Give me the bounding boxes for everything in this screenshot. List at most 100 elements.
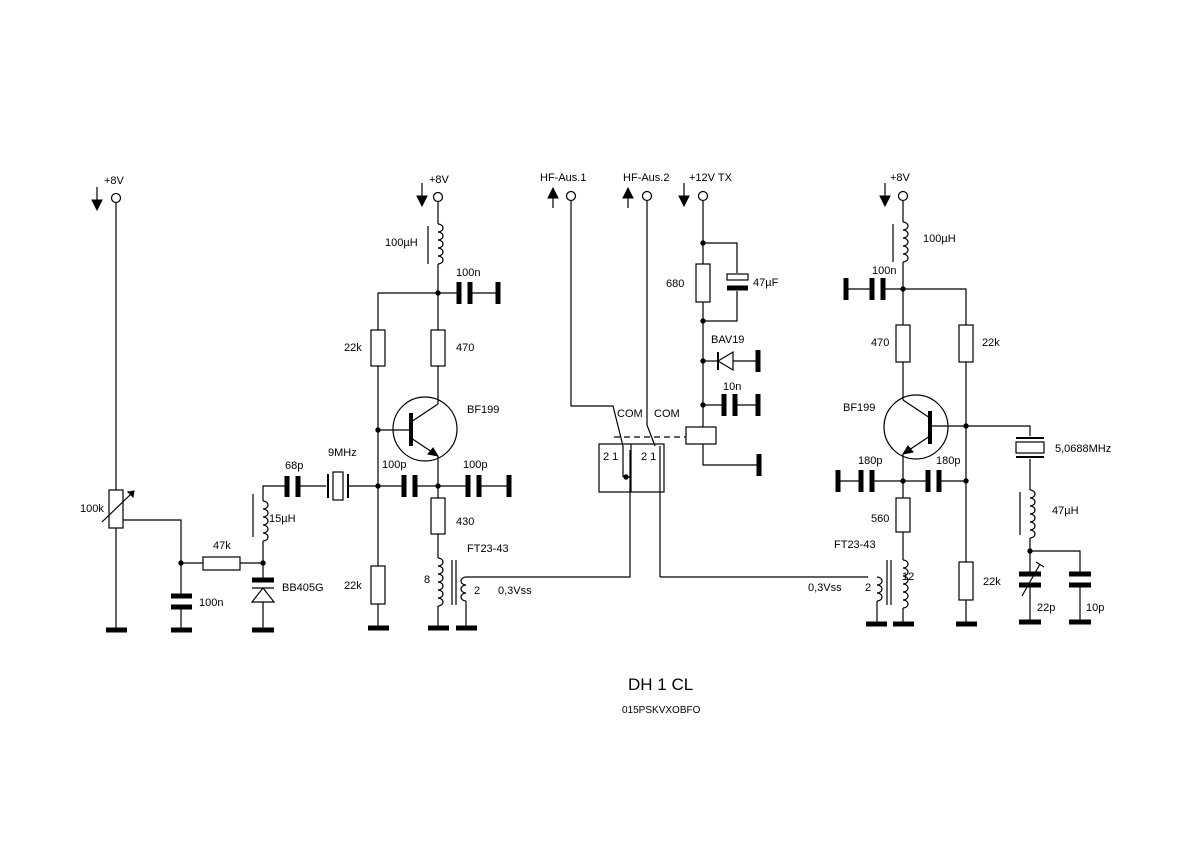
r430-label: 430 xyxy=(456,516,474,528)
c180p-a-label: 180p xyxy=(858,455,882,467)
output-arrow-icon xyxy=(547,186,559,208)
resistor-22k-osc-top xyxy=(370,329,386,367)
transformer-secondary-right xyxy=(876,576,883,602)
varicap-label: BB405G xyxy=(282,582,324,594)
l100uh-osc-label: 100µH xyxy=(385,237,418,249)
resistor-22k-right-top xyxy=(958,324,974,363)
r560-label: 560 xyxy=(871,513,889,525)
supply-terminal-left xyxy=(110,192,122,204)
turns-secondary-right: 2 xyxy=(865,582,871,594)
r22k-right-bot-label: 22k xyxy=(983,576,1001,588)
capacitor-68p xyxy=(284,476,301,497)
c68p-label: 68p xyxy=(285,460,303,472)
supply-arrow-icon xyxy=(416,183,428,208)
r22k-right-top-label: 22k xyxy=(982,337,1000,349)
drawing-title: DH 1 CL xyxy=(628,675,693,694)
supply-arrow-icon xyxy=(879,183,891,208)
capacitor-180p-b xyxy=(925,470,942,492)
transistor-bf199-osc xyxy=(378,396,458,462)
c100n-osc-label: 100n xyxy=(456,267,480,279)
c10p-label: 10p xyxy=(1086,602,1104,614)
c100p-a-label: 100p xyxy=(382,459,406,471)
r470-right-label: 470 xyxy=(871,337,889,349)
supply-label-12v: +12V TX xyxy=(689,172,733,184)
resistor-470-right xyxy=(895,324,911,363)
supply-arrow-icon xyxy=(91,187,103,212)
transformer-primary-right xyxy=(902,559,909,609)
crystal-5mhz-label: 5,0688MHz xyxy=(1055,443,1111,455)
transformer-primary-osc xyxy=(437,557,444,607)
c22p-label: 22p xyxy=(1037,602,1055,614)
r47k-label: 47k xyxy=(213,540,231,552)
l100uh-right-label: 100µH xyxy=(923,233,956,245)
resistor-430 xyxy=(430,497,446,535)
l15uh-label: 15µH xyxy=(269,513,296,525)
bf199-right-label: BF199 xyxy=(843,402,875,414)
level-osc-label: 0,3Vss xyxy=(498,585,532,597)
com-a-label: COM xyxy=(617,408,643,420)
inductor-47uh xyxy=(1029,489,1036,539)
right-oscillator-stage: +8V 100µH 100n 22k 470 xyxy=(834,172,1111,627)
capacitor-10p xyxy=(1069,571,1091,588)
contact-a-label: 2 1 xyxy=(603,451,618,463)
c100n-right-label: 100n xyxy=(872,265,896,277)
ft23-osc-label: FT23-43 xyxy=(467,543,509,555)
trimmer-capacitor-22p xyxy=(1019,561,1045,597)
c47uf-label: 47µF xyxy=(753,277,779,289)
electrolytic-capacitor-47uf xyxy=(726,273,749,291)
transistor-bf199-right xyxy=(883,394,966,460)
r680-label: 680 xyxy=(666,278,684,290)
capacitor-100n-left xyxy=(171,593,192,610)
r22k-top-label: 22k xyxy=(344,342,362,354)
c100p-b-label: 100p xyxy=(463,459,487,471)
turns-secondary-osc: 2 xyxy=(474,585,480,597)
bav19-label: BAV19 xyxy=(711,334,744,346)
capacitor-10n xyxy=(721,394,738,416)
ft23-right-label: FT23-43 xyxy=(834,539,876,551)
turns-primary-osc: 8 xyxy=(424,574,430,586)
bf199-osc-label: BF199 xyxy=(467,404,499,416)
crystal-9mhz xyxy=(327,471,349,501)
hf-out-1-label: HF-Aus.1 xyxy=(540,172,586,184)
capacitor-180p-a xyxy=(858,470,875,492)
c180p-b-label: 180p xyxy=(936,455,960,467)
resistor-560 xyxy=(895,497,911,533)
resistor-680 xyxy=(695,263,711,303)
transformer-secondary-osc xyxy=(460,576,467,602)
resistor-47k xyxy=(202,556,241,571)
r22k-bot-label: 22k xyxy=(344,580,362,592)
supply-label-8v-left: +8V xyxy=(104,175,125,187)
inductor-100uh xyxy=(437,223,444,265)
resistor-470-osc xyxy=(430,329,446,367)
resistor-22k-right-bottom xyxy=(958,561,974,601)
supply-label-8v-right: +8V xyxy=(890,172,911,184)
varicap-diode xyxy=(250,577,276,603)
c100n-left-label: 100n xyxy=(199,597,223,609)
diode-bav19 xyxy=(716,350,734,372)
supply-label-8v-mid: +8V xyxy=(429,174,450,186)
relay-section: HF-Aus.1 COM HF-Aus.2 COM 2 1 2 1 0,3Vss xyxy=(540,172,868,594)
drawing-code: 015PSKVXOBFO xyxy=(622,705,701,716)
crystal-5mhz xyxy=(1015,437,1045,458)
turns-primary-right: 12 xyxy=(902,571,914,583)
resistor-22k-osc-bottom xyxy=(370,565,386,605)
com-b-label: COM xyxy=(654,408,680,420)
capacitor-100n-osc xyxy=(456,282,473,304)
l47uh-label: 47µH xyxy=(1052,505,1079,517)
potentiometer-100k xyxy=(101,489,135,529)
level-right-label: 0,3Vss xyxy=(808,582,842,594)
capacitor-100p-a xyxy=(401,475,418,497)
hf-out-2-label: HF-Aus.2 xyxy=(623,172,669,184)
tuning-section: +8V 100k 100n 47k xyxy=(80,175,378,633)
c10n-label: 10n xyxy=(723,381,741,393)
inductor-15uh xyxy=(262,500,269,542)
pot-label: 100k xyxy=(80,503,104,515)
supply-arrow-icon xyxy=(678,183,690,208)
capacitor-100n-right xyxy=(869,278,886,300)
contact-b-label: 2 1 xyxy=(641,451,656,463)
inductor-100uh-right xyxy=(902,221,909,263)
crystal-9mhz-label: 9MHz xyxy=(328,447,357,459)
capacitor-100p-b xyxy=(465,475,482,497)
oscillator-stage: +8V 100µH 100n 22k 470 xyxy=(344,174,631,631)
